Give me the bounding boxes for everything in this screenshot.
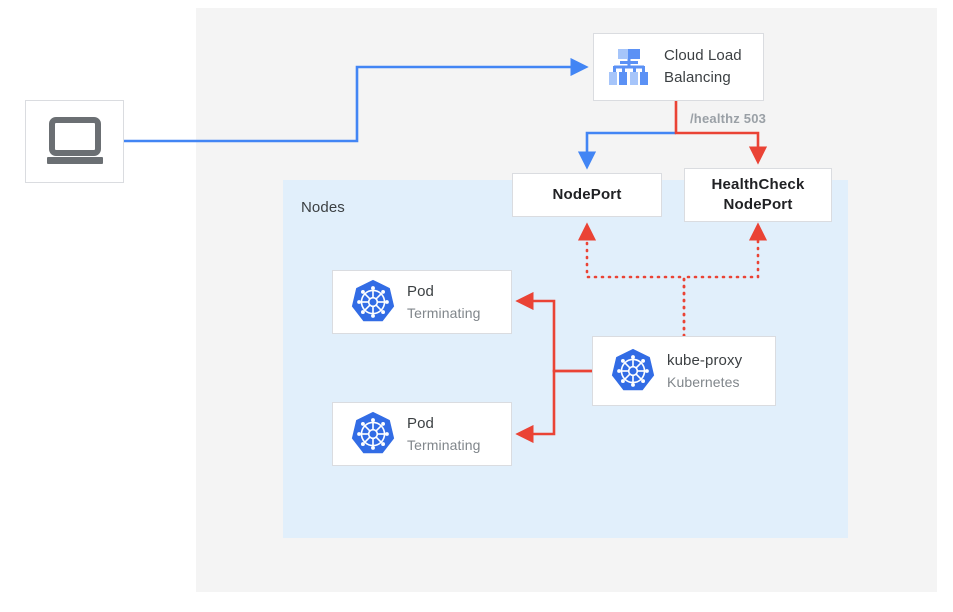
kube-proxy-title: kube-proxy <box>667 351 743 369</box>
healthcheck-nodeport-node[interactable]: HealthCheck NodePort <box>684 168 832 222</box>
pod-1-subtitle: Terminating <box>407 304 481 321</box>
pod-node-1[interactable]: Pod Terminating <box>332 270 512 334</box>
healthz-edge-label: /healthz 503 <box>690 111 767 126</box>
cloud-load-balancing-title-line2: Balancing <box>664 69 731 86</box>
kubernetes-icon <box>345 274 401 330</box>
nodes-region-label: Nodes <box>301 199 345 216</box>
pod-2-subtitle: Terminating <box>407 436 481 453</box>
kube-proxy-subtitle: Kubernetes <box>667 373 740 390</box>
kube-proxy-node[interactable]: kube-proxy Kubernetes <box>592 336 776 406</box>
healthcheck-nodeport-title: HealthCheck <box>711 176 805 193</box>
pod-1-label: Pod Terminating <box>407 281 480 324</box>
cloud-load-balancing-node[interactable]: Cloud Load Balancing <box>593 33 764 101</box>
pod-2-label: Pod Terminating <box>407 413 480 456</box>
kubernetes-icon <box>345 406 401 462</box>
healthcheck-nodeport-label: HealthCheck NodePort <box>711 175 804 215</box>
cloud-load-balancing-title: Cloud Load <box>664 47 742 64</box>
pod-node-2[interactable]: Pod Terminating <box>332 402 512 466</box>
cloud-load-balancing-label: Cloud Load Balancing <box>664 45 742 89</box>
laptop-icon <box>43 116 107 168</box>
nodeport-node[interactable]: NodePort <box>512 173 662 217</box>
nodeport-title: NodePort <box>552 186 622 203</box>
client-node[interactable] <box>25 100 124 183</box>
pod-2-title: Pod <box>407 414 434 432</box>
kubernetes-icon <box>605 343 661 399</box>
healthcheck-nodeport-title-line2: NodePort <box>723 196 793 213</box>
cloud-load-balancing-icon <box>604 43 654 91</box>
pod-1-title: Pod <box>407 282 434 300</box>
kube-proxy-label: kube-proxy Kubernetes <box>667 350 742 393</box>
